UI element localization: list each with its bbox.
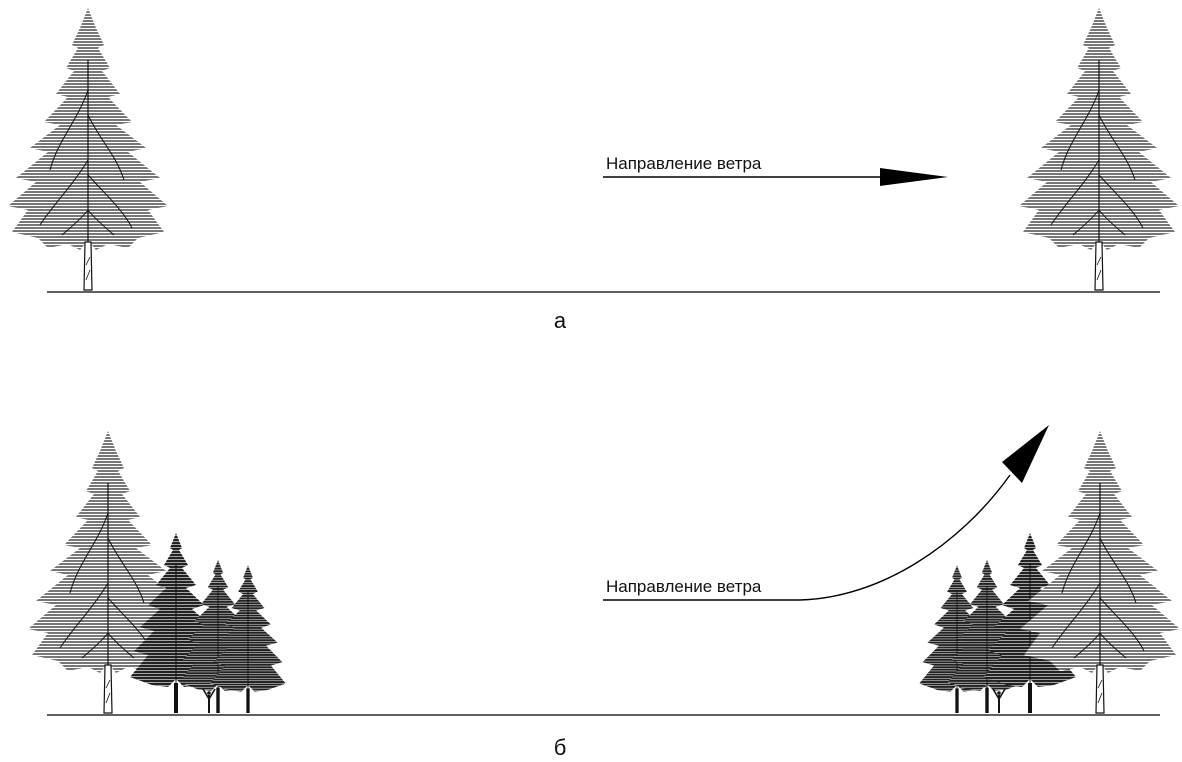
panel-letter-b: б <box>554 735 567 760</box>
panel-a: Направление ветра а <box>7 7 1180 333</box>
wind-direction-label: Направление ветра <box>606 154 762 173</box>
spruce-tree-right <box>1018 7 1180 291</box>
sapling-left <box>202 688 216 714</box>
sapling-right <box>992 688 1006 714</box>
wind-direction-label: Направление ветра <box>606 577 762 596</box>
panel-b: Направление ветра б <box>27 425 1181 760</box>
wind-arrow-straight <box>603 168 948 186</box>
spruce-tree-left <box>7 7 169 291</box>
panel-letter-a: а <box>554 308 567 333</box>
wind-arrow-curved <box>603 425 1049 601</box>
